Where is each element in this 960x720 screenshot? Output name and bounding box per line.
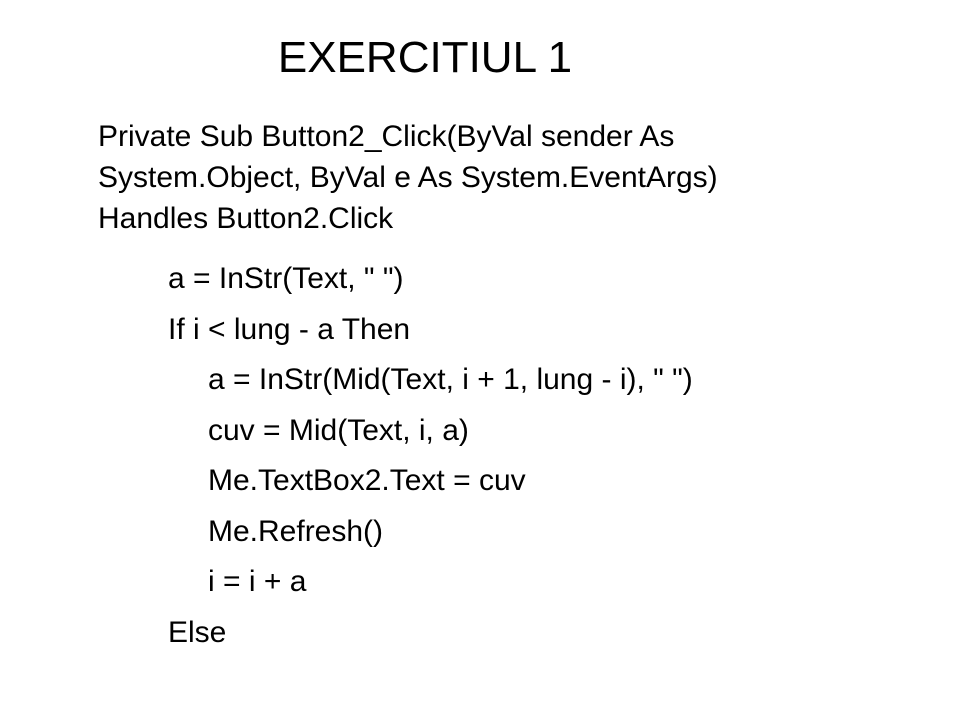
signature-line: Handles Button2.Click [98, 202, 394, 235]
code-line: If i < lung - a Then [168, 312, 411, 346]
code-line: a = InStr(Text, " ") [168, 262, 404, 295]
code-line: Else [168, 615, 227, 649]
code-block: Private Sub Button2_Click(ByVal sender A… [98, 116, 898, 653]
code-line: Me.Refresh() [208, 514, 384, 548]
code-line: Me.TextBox2.Text = cuv [208, 464, 526, 497]
signature-line: System.Object, ByVal e As System.EventAr… [98, 161, 718, 194]
slide-title: EXERCITIUL 1 [277, 33, 573, 82]
code-line: cuv = Mid(Text, i, a) [208, 413, 469, 447]
signature-line: Private Sub Button2_Click(ByVal sender A… [98, 120, 675, 153]
code-line: a = InStr(Mid(Text, i + 1, lung - i), " … [208, 363, 693, 396]
code-line: i = i + a [208, 565, 307, 598]
